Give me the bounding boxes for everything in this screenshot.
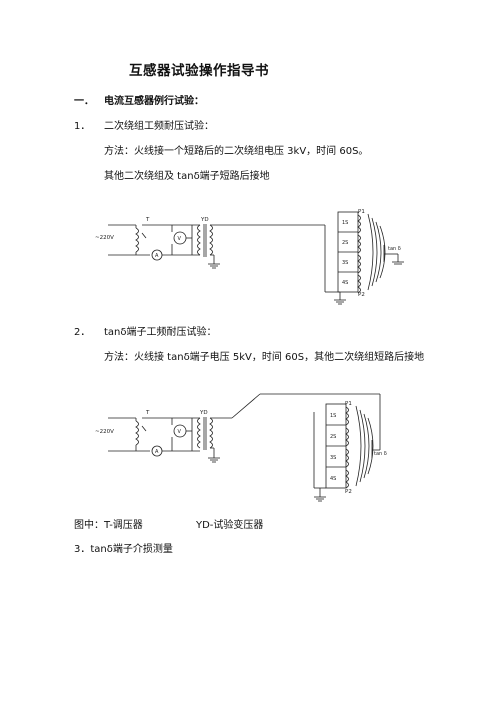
item-1-number: 1．: [74, 121, 91, 132]
tan-delta-label: tan δ: [388, 246, 401, 252]
winding-4s: 4S: [342, 280, 348, 286]
winding-3s: 3S: [342, 260, 348, 266]
t-label-2: T: [145, 410, 150, 416]
legend-t: T-调压器: [104, 520, 143, 531]
winding-2s-2: 2S: [330, 434, 336, 440]
winding-2s: 2S: [342, 240, 348, 246]
voltmeter-label: V: [178, 236, 182, 242]
item-1-heading: 二次绕组工频耐压试验：: [104, 121, 214, 132]
winding-1s-2: 1S: [330, 413, 336, 419]
p1-label: P1: [358, 209, 365, 215]
section-number: 一．: [74, 96, 94, 107]
legend-yd: YD-试验变压器: [196, 520, 264, 531]
voltmeter-label-2: V: [178, 429, 182, 435]
winding-1s: 1S: [342, 220, 348, 226]
p2-label-2: P2: [345, 489, 352, 495]
document-title: 互感器试验操作指导书: [129, 63, 269, 79]
item-2-number: 2．: [74, 327, 91, 338]
legend-prefix: 图中：: [74, 520, 104, 531]
item-3-heading: 3．tanδ端子介损测量: [74, 544, 173, 555]
p2-label: P2: [358, 292, 365, 298]
item-2-method: 方法：火线接 tanδ端子电压 5kV，时间 60S，其他二次绕组短路后接地: [104, 352, 425, 363]
p1-label-2: P1: [345, 401, 352, 407]
winding-4s-2: 4S: [330, 476, 336, 482]
section-heading: 电流互感器例行试验：: [104, 96, 204, 107]
item-2-heading: tanδ端子工频耐压试验：: [104, 327, 217, 338]
supply-label-2: ~220V: [95, 429, 114, 435]
yd-label-2: YD: [199, 410, 208, 416]
ammeter-label: A: [155, 253, 159, 259]
supply-label: ~220V: [95, 235, 114, 241]
ammeter-label-2: A: [155, 449, 159, 455]
item-1-note: 其他二次绕组及 tanδ端子短路后接地: [104, 171, 270, 182]
item-1-method: 方法：火线接一个短路后的二次绕组电压 3kV，时间 60S。: [104, 146, 369, 157]
yd-label: YD: [200, 217, 209, 223]
t-label: T: [145, 217, 150, 223]
winding-3s-2: 3S: [330, 455, 336, 461]
tan-delta-label-2: tan δ: [374, 451, 387, 457]
